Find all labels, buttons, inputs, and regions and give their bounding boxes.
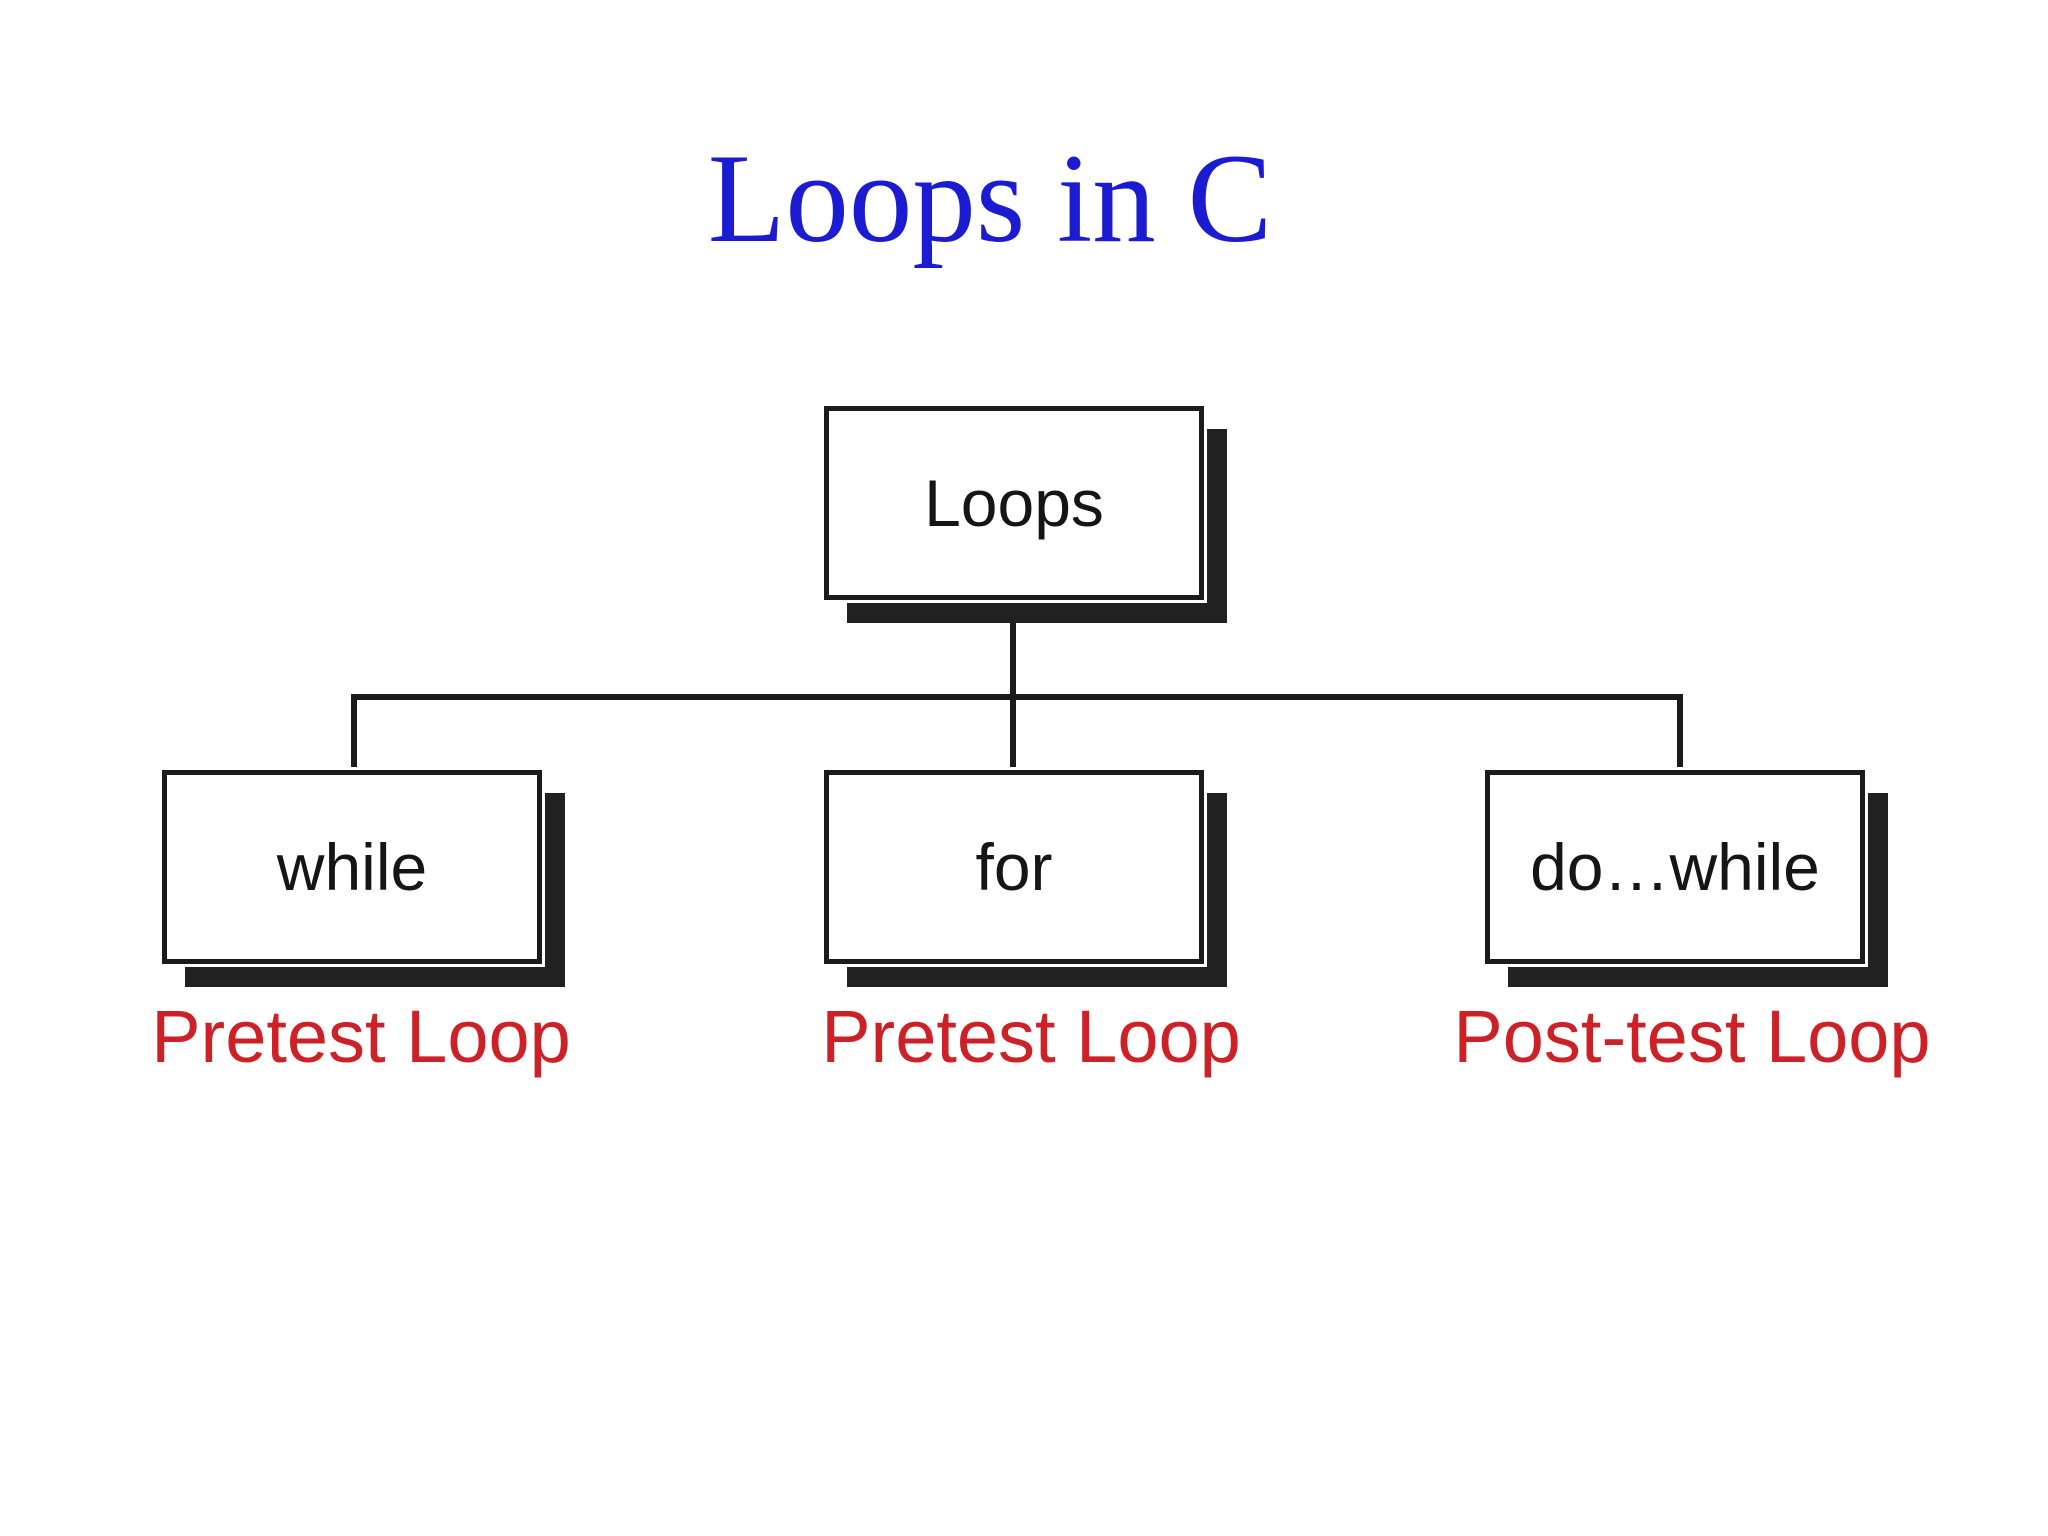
caption-for-loop-type: Pretest Loop <box>821 995 1241 1078</box>
connector-root-vertical <box>1010 600 1016 776</box>
node-for-label: for <box>975 830 1053 904</box>
connector-dowhile-vertical <box>1677 694 1683 776</box>
node-dowhile-label: do…while <box>1530 830 1820 904</box>
node-while-label: while <box>276 830 428 904</box>
node-loops: Loops <box>824 406 1204 600</box>
connector-while-vertical <box>351 694 357 774</box>
caption-while-loop-type: Pretest Loop <box>151 995 571 1078</box>
node-dowhile: do…while <box>1485 770 1865 964</box>
node-loops-label: Loops <box>924 466 1104 540</box>
node-while: while <box>162 770 542 964</box>
connector-horizontal <box>351 694 1683 700</box>
node-for: for <box>824 770 1204 964</box>
caption-dowhile-loop-type: Post-test Loop <box>1453 995 1931 1078</box>
slide-title: Loops in C <box>707 129 1273 269</box>
